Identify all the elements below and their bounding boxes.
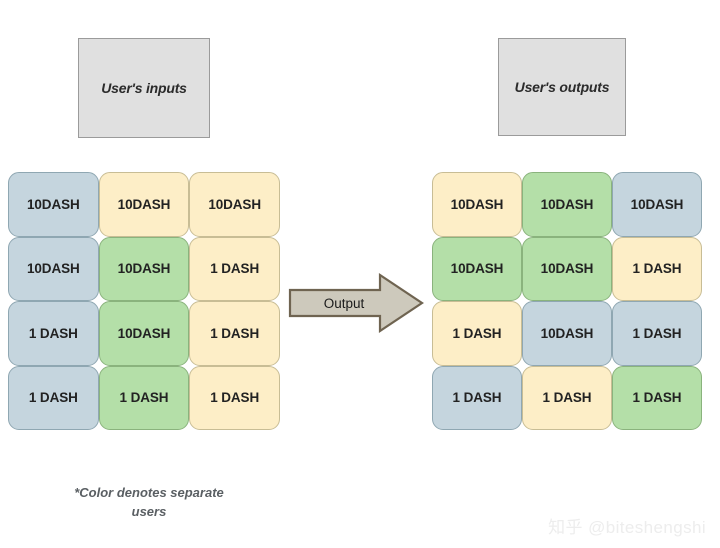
dash-cell: 10DASH xyxy=(98,301,190,366)
dash-cell-label: 1 DASH xyxy=(210,261,260,277)
users-inputs-label: User's inputs xyxy=(101,79,187,96)
arrow-shape xyxy=(288,272,424,334)
dash-cell-label: 1 DASH xyxy=(632,390,682,406)
dash-cell: 10DASH xyxy=(612,172,702,237)
dash-cell: 1 DASH xyxy=(8,365,99,430)
dash-cell: 10DASH xyxy=(522,172,612,237)
users-inputs-box: User's inputs xyxy=(78,38,210,138)
dash-cell-label: 10DASH xyxy=(117,325,171,341)
dash-cell-label: 10DASH xyxy=(208,196,261,212)
dash-cell: 10DASH xyxy=(522,301,612,366)
output-arrow: Output xyxy=(288,272,424,334)
dash-cell: 1 DASH xyxy=(612,236,702,301)
dash-cell: 1 DASH xyxy=(189,236,280,301)
dash-cell: 10DASH xyxy=(98,236,190,301)
dash-cell: 1 DASH xyxy=(189,301,280,366)
dash-cell-label: 1 DASH xyxy=(632,325,682,341)
dash-cell: 10DASH xyxy=(432,236,522,301)
dash-cell: 1 DASH xyxy=(612,301,702,366)
dash-cell-label: 1 DASH xyxy=(210,390,260,406)
dash-cell: 10DASH xyxy=(189,172,280,237)
dash-cell-label: 1 DASH xyxy=(210,325,260,341)
outputs-grid: 10DASH 10DASH 10DASH 10DASH 10DASH 1 DASH 1 DA… xyxy=(432,172,702,430)
dash-cell: 1 DASH xyxy=(189,365,280,430)
dash-cell-label: 10DASH xyxy=(630,196,684,212)
users-outputs-label: User's outputs xyxy=(514,78,610,95)
dash-cell-label: 1 DASH xyxy=(28,390,78,406)
dash-cell: 1 DASH xyxy=(522,365,612,430)
dash-cell-label: 10DASH xyxy=(117,261,171,277)
dash-cell-label: 10DASH xyxy=(450,196,504,212)
dash-cell: 10DASH xyxy=(8,236,99,301)
dash-cell-label: 1 DASH xyxy=(542,390,592,406)
watermark: 知乎 @biteshengshi xyxy=(548,518,706,537)
dash-cell: 10DASH xyxy=(8,172,99,237)
dash-cell-label: 1 DASH xyxy=(632,261,682,277)
dash-cell-label: 10DASH xyxy=(540,261,594,277)
inputs-grid: 10DASH 10DASH 10DASH 10DASH 10DASH 1 DASH 1 DA… xyxy=(8,172,280,430)
dash-cell-label: 1 DASH xyxy=(452,325,502,341)
dash-cell-label: 10DASH xyxy=(117,196,171,212)
dash-cell-label: 1 DASH xyxy=(452,390,502,406)
dash-cell-label: 10DASH xyxy=(26,261,80,277)
users-outputs-box: User's outputs xyxy=(498,38,626,136)
dash-cell-label: 10DASH xyxy=(450,261,504,277)
dash-cell-label: 10DASH xyxy=(26,196,80,212)
dash-cell-label: 1 DASH xyxy=(28,325,78,341)
dash-cell: 1 DASH xyxy=(8,301,99,366)
dash-cell: 10DASH xyxy=(522,236,612,301)
dash-cell: 1 DASH xyxy=(432,301,522,366)
dash-cell-label: 1 DASH xyxy=(119,390,169,406)
dash-cell: 1 DASH xyxy=(98,365,190,430)
dash-cell: 1 DASH xyxy=(612,365,702,430)
dash-cell: 10DASH xyxy=(432,172,522,237)
dash-cell: 10DASH xyxy=(98,172,190,237)
dash-cell-label: 10DASH xyxy=(540,325,594,341)
dash-cell: 1 DASH xyxy=(432,365,522,430)
dash-cell-label: 10DASH xyxy=(540,196,594,212)
